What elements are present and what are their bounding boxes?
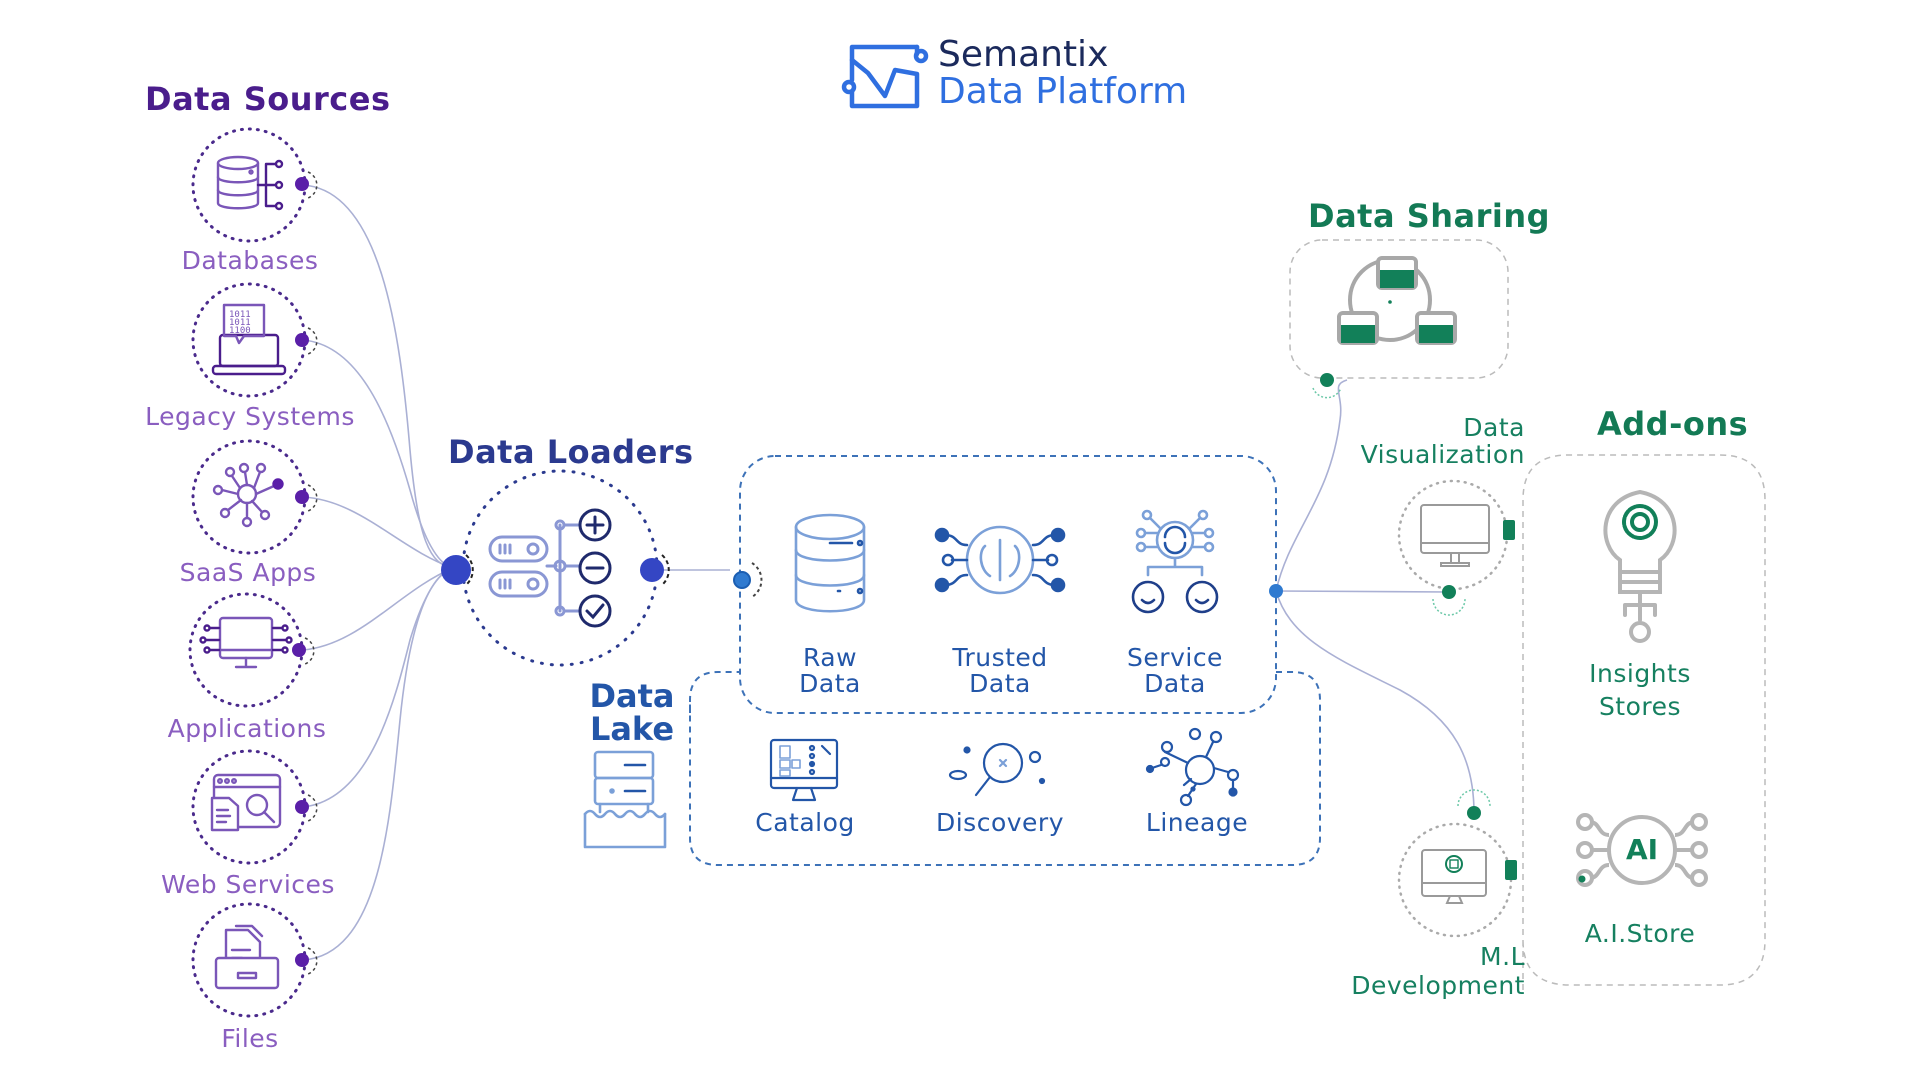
connector-legacy [302,339,454,569]
addon-insights-line1: Insights [1589,659,1691,688]
source-label-files[interactable]: Files [221,1024,279,1053]
connector-webservices [302,567,454,808]
source-ports [292,171,318,975]
tool-discovery[interactable]: Discovery [935,808,1064,837]
output-ml-line1: M.L [1480,942,1525,971]
addons-title: Add-ons [1597,405,1749,443]
addon-insights-line2: Stores [1598,692,1682,721]
brain-circuit-icon [934,525,1066,595]
lake-input-port [733,571,751,589]
monitor-circuit-icon [199,616,293,669]
raw-data-database-icon [794,513,866,613]
connector-databases [302,184,454,569]
connector-applications [302,567,454,651]
svg-text:1011: 1011 [229,318,251,328]
server-water-icon [583,750,667,849]
lightbulb-gear-icon [1603,489,1677,643]
tool-catalog[interactable]: Catalog [755,808,855,837]
loader-node [441,469,670,667]
zone-service-line2: Data [1144,669,1206,698]
file-tray-icon [214,924,280,990]
server-add-remove-check-icon [488,508,612,628]
zone-trusted-data[interactable]: Trusted Data [910,645,1090,697]
logo-subtitle: Data Platform [938,71,1188,112]
connector-files [302,567,454,961]
data-lake-title-line2: Lake [589,710,675,748]
zone-trusted-line1: Trusted [952,643,1048,672]
monitor-brain-chip-icon [1421,849,1487,904]
connector-lake-sharing [1275,379,1348,592]
ai-circuit-icon [1576,813,1708,887]
source-label-applications[interactable]: Applications [167,714,327,743]
magnifier-space-icon [948,742,1046,797]
svg-text:1011: 1011 [229,310,251,320]
source-label-saas[interactable]: SaaS Apps [179,558,317,587]
data-lake-title: Data Lake [582,680,682,746]
network-hub-icon [212,462,284,528]
users-sync-icon [1131,509,1219,614]
zone-trusted-line2: Data [969,669,1031,698]
laptop-binary-icon: 1011 1011 1100 [211,303,287,376]
tool-lineage[interactable]: Lineage [1145,808,1249,837]
connector-lake-viz [1275,590,1450,593]
database-icon [216,155,284,211]
browser-search-icon [210,773,282,832]
output-viz-line2: Visualization [1360,440,1525,469]
svg-text:1100: 1100 [229,326,251,336]
zone-service-data[interactable]: Service Data [1085,645,1265,697]
addons-node [1522,454,1766,990]
connector-saas [302,496,454,569]
source-connectors [302,184,1475,961]
data-visualization-node [1397,479,1515,616]
zone-service-line1: Service [1127,643,1223,672]
zone-raw-line2: Data [799,669,861,698]
output-viz-line1: Data [1463,413,1525,442]
node-graph-icon [1145,727,1240,807]
data-lake-title-line1: Data [589,677,675,715]
source-label-legacy[interactable]: Legacy Systems [145,402,355,431]
data-sharing-title: Data Sharing [1308,197,1551,235]
lake-output-port [1269,584,1283,598]
logo-title: Semantix [938,34,1109,75]
waveform-circuit-icon [841,44,929,109]
addon-ai-store[interactable]: A.I.Store [1584,919,1696,948]
zone-raw-line1: Raw [802,643,858,672]
ml-development-node [1397,789,1517,938]
output-data-visualization[interactable]: Data Visualization [1355,414,1525,468]
addon-insights-stores[interactable]: Insights Stores [1560,657,1720,723]
output-ml-development[interactable]: M.L Development [1335,942,1525,1000]
output-ml-line2: Development [1351,971,1525,1000]
shared-databases-icon [1337,256,1457,345]
connector-lake-ml [1275,590,1475,814]
source-label-databases[interactable]: Databases [181,246,319,275]
data-sharing-node [1289,239,1509,399]
data-sources-title: Data Sources [145,80,391,118]
monitor-catalog-icon [769,738,839,802]
data-loaders-title: Data Loaders [448,433,694,471]
monitor-icon [1420,504,1490,567]
source-label-webservices[interactable]: Web Services [161,870,335,899]
ai-badge: AI [1625,833,1659,866]
zone-raw-data[interactable]: Raw Data [740,645,920,697]
